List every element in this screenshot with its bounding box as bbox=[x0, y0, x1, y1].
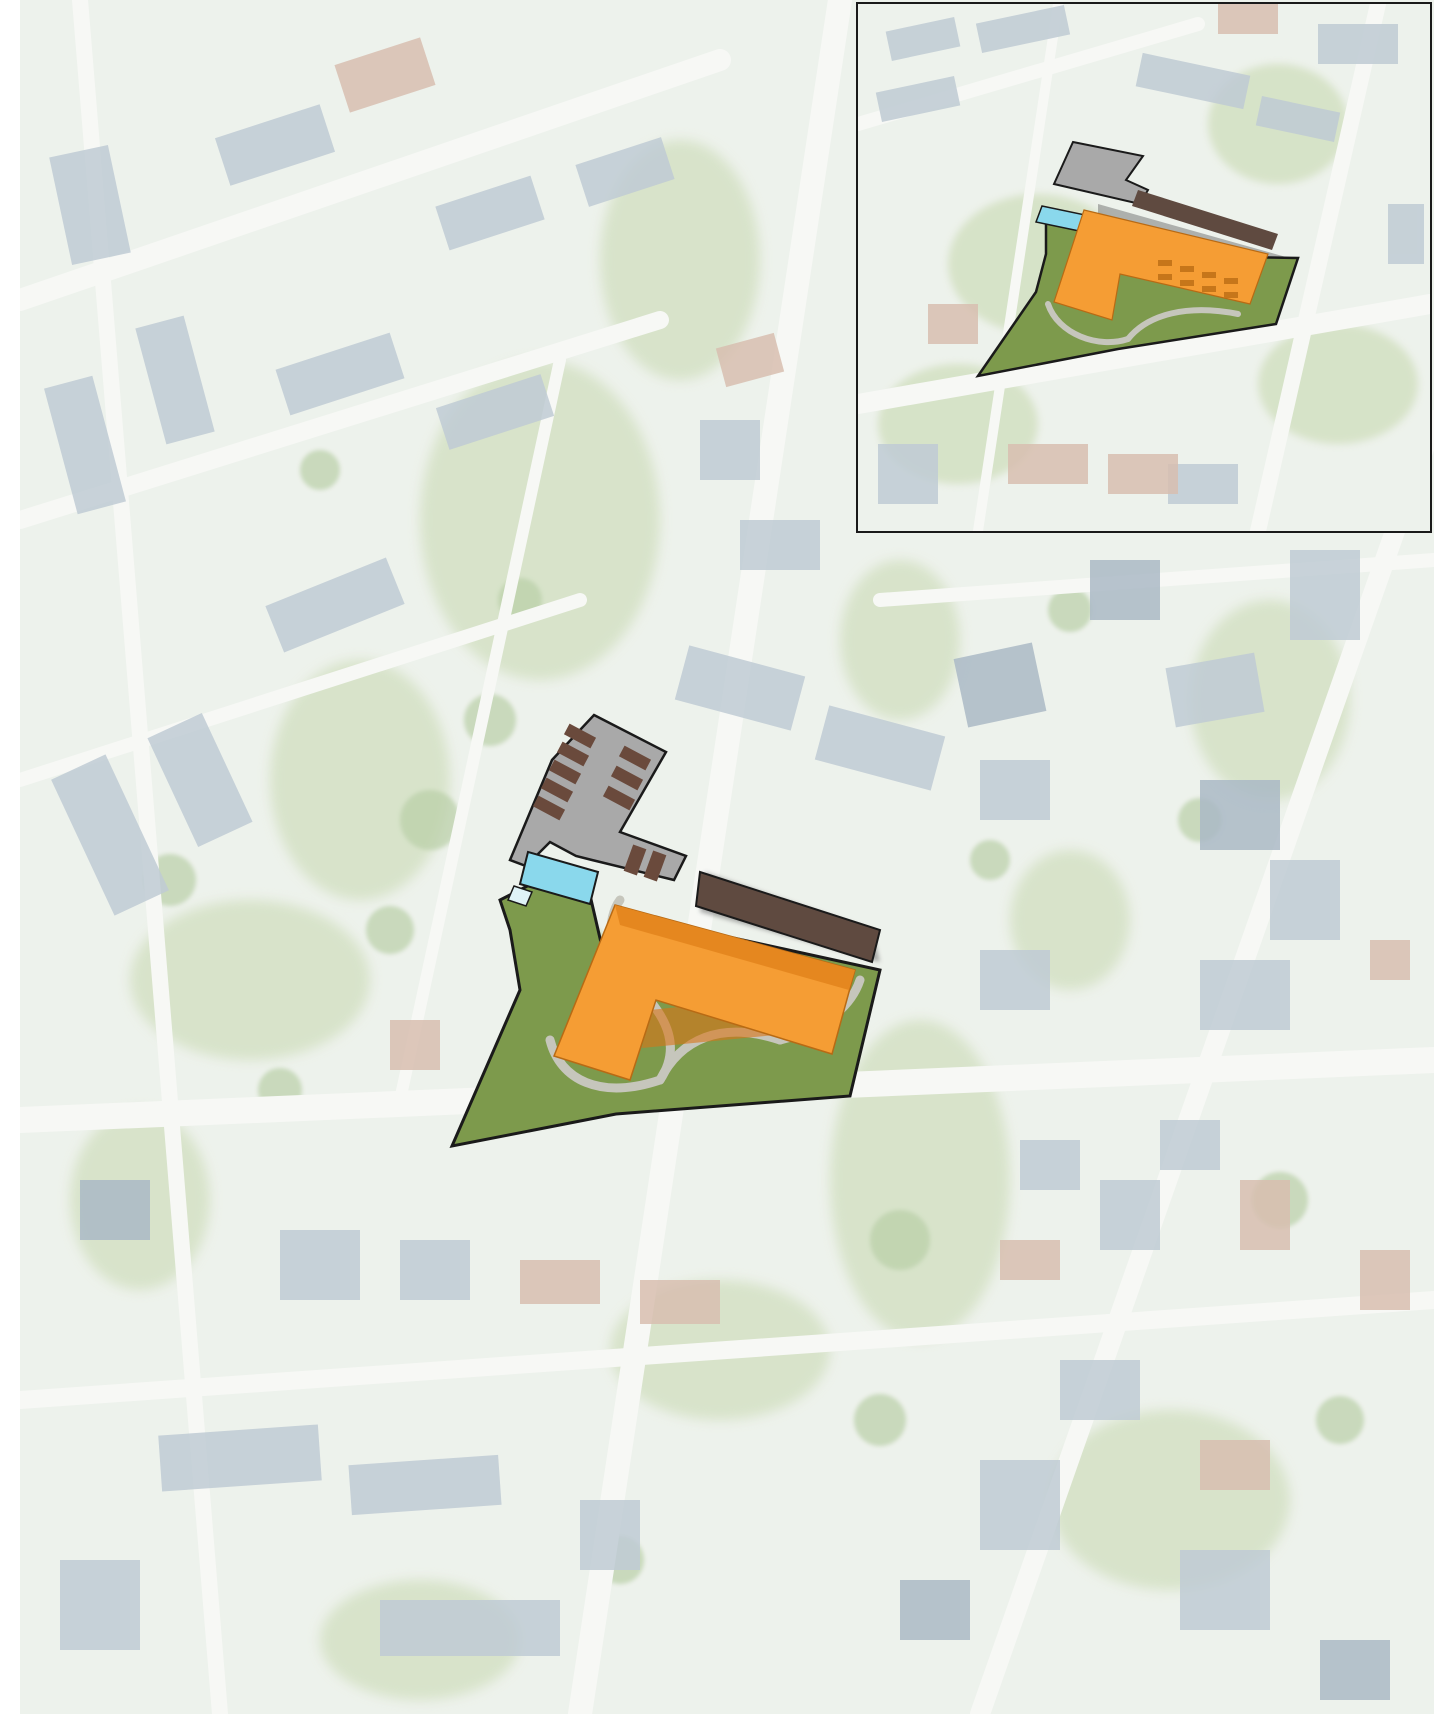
neighbourhood-buildings bbox=[44, 37, 1410, 1700]
pool-deck bbox=[506, 885, 534, 907]
pool[interactable] bbox=[518, 850, 600, 906]
site-plan[interactable] bbox=[449, 713, 882, 1149]
parking-bays bbox=[532, 723, 667, 882]
inset-view[interactable] bbox=[856, 2, 1432, 533]
inset-canvas bbox=[858, 4, 1430, 531]
inset-site-plan bbox=[975, 140, 1300, 378]
street-parking bbox=[694, 870, 882, 964]
l-shaped-building[interactable] bbox=[553, 904, 856, 1081]
